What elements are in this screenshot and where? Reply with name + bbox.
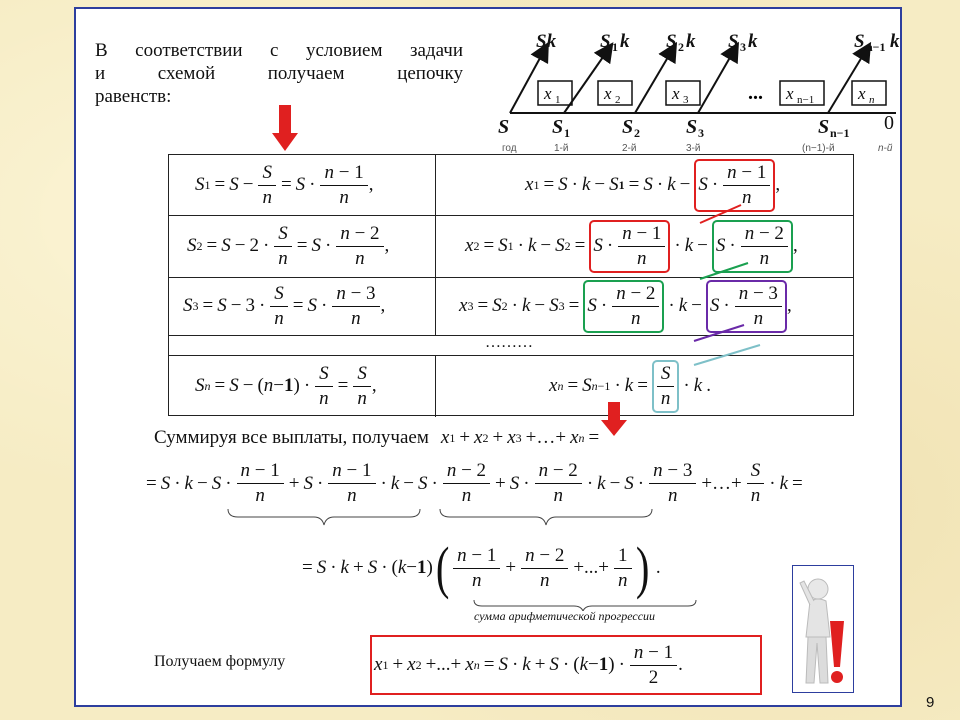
box-x2-sub: 2 [615,94,621,106]
diagram-dots: ... [748,82,763,104]
year-label-n1: (n−1)-й [802,143,835,154]
label-s3: S [686,116,697,138]
label-s3k-sub: 3 [740,40,746,54]
red-arrow-down-1 [272,105,298,151]
label-s2: S [622,116,633,138]
label-s3k-k: k [748,31,758,52]
box-xn1: x [785,84,794,103]
label-zero: 0 [884,112,894,134]
label-s1k-k: k [620,31,630,52]
box-x1-sub: 1 [555,94,561,106]
year-label-n: n-й [878,143,893,154]
label-s2k-k: k [686,31,696,52]
slide: В соответствии с условием задачи и схемо… [74,7,902,707]
label-s1: S [552,116,563,138]
year-label-2: 2-й [622,143,636,154]
thinking-figure-illustration [792,565,854,693]
label-snk-k: k [890,31,900,52]
progression-underbrace [473,599,697,611]
progression-caption: сумма арифметической прогрессии [474,609,656,623]
label-sn1: S [818,116,829,138]
label-sn1-sub: n−1 [830,126,850,140]
sum-label: Суммируя все выплаты, получаем [154,427,429,448]
box-x2: x [603,84,612,103]
year-label-0: год [502,143,517,154]
label-s2-sub: 2 [634,126,640,140]
year-label-3: 3-й [686,143,700,154]
box-x3-sub: 3 [683,94,689,106]
label-s1k-s: S [600,31,611,52]
red-arrow-down-2 [601,402,627,436]
box-x1: x [543,84,552,103]
label-s2k-s: S [666,31,677,52]
label-s: S [498,116,509,138]
table-dots: ……… [485,334,533,351]
label-sk: Sk [536,31,557,52]
label-s3k-s: S [728,31,739,52]
intro-line-2: и схемой получаем цепочку [95,63,463,84]
payment-scheme-diagram: Sk S 1 k S 2 k S 3 k S n−1 k x 1 x 2 x 3… [498,31,900,154]
intro-text: В соответствии с условием задачи и схемо… [95,39,463,108]
intro-line-3: равенств: [95,86,172,107]
box-xn-sub: n [869,94,875,106]
page-number: 9 [926,694,935,711]
result-label: Получаем формулу [154,653,286,670]
box-xn: x [857,84,866,103]
box-x3: x [671,84,680,103]
label-snk-sub: n−1 [866,40,886,54]
box-xn1-sub: n−1 [797,94,814,106]
underbraces [227,508,653,526]
label-s3-sub: 3 [698,126,704,140]
year-label-1: 1-й [554,143,568,154]
intro-line-1: В соответствии с условием задачи [95,40,463,61]
label-s1-sub: 1 [564,126,570,140]
label-s2k-sub: 2 [678,40,684,54]
label-snk-s: S [854,31,865,52]
label-s1k-sub: 1 [612,40,618,54]
